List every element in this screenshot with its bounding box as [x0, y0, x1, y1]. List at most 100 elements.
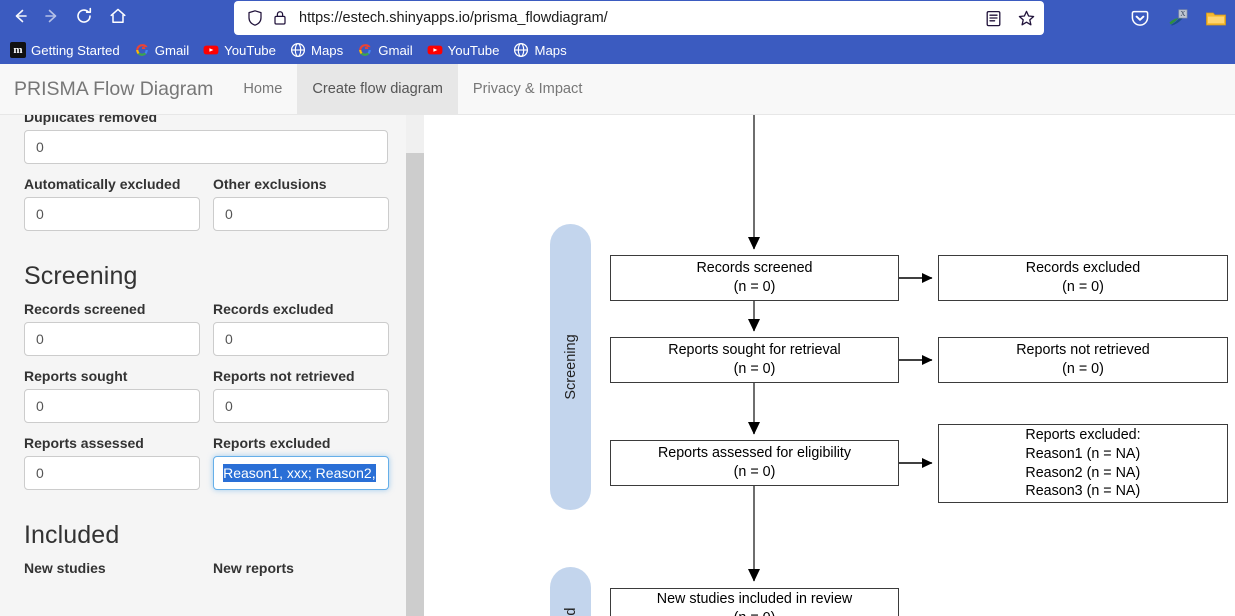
bookmark-label: YouTube: [447, 42, 500, 58]
bookmark-label: YouTube: [224, 42, 276, 58]
bookmark-youtube-1[interactable]: YouTube: [197, 40, 282, 60]
input-reports-excluded[interactable]: Reason1, xxx; Reason2,: [213, 456, 389, 490]
input-reports-not-retrieved[interactable]: 0: [213, 389, 389, 423]
page-viewport: PRISMA Flow Diagram Home Create flow dia…: [0, 64, 1235, 616]
phase-band-included: [550, 567, 591, 616]
input-reports-sought[interactable]: 0: [24, 389, 200, 423]
nav-tab-home[interactable]: Home: [243, 81, 283, 97]
bookmark-youtube-2[interactable]: YouTube: [421, 40, 506, 60]
input-automatically-excluded[interactable]: 0: [24, 197, 200, 231]
reader-view-icon[interactable]: [984, 9, 1003, 28]
forward-button[interactable]: [40, 6, 64, 30]
heading-included: Included: [24, 521, 120, 549]
shield-icon[interactable]: [246, 9, 264, 27]
box-line: (n = 0): [734, 609, 776, 616]
row-records-inputs: 0 0: [24, 322, 389, 356]
bookmark-maps-2[interactable]: Maps: [507, 40, 572, 60]
label-records-screened: Records screened: [24, 301, 146, 317]
box-line: Reports sought for retrieval: [668, 342, 841, 359]
box-line: Reason3 (n = NA): [1025, 483, 1141, 500]
box-line: Reason2 (n = NA): [1025, 464, 1141, 481]
box-reports-not-retrieved: Reports not retrieved (n = 0): [938, 337, 1228, 383]
app-brand-title[interactable]: PRISMA Flow Diagram: [14, 77, 214, 100]
nav-tab-privacy-impact[interactable]: Privacy & Impact: [472, 81, 583, 97]
heading-screening: Screening: [24, 262, 138, 290]
label-reports-not-retrieved: Reports not retrieved: [213, 368, 355, 384]
m-favicon-icon: m: [10, 42, 26, 58]
input-reports-assessed[interactable]: 0: [24, 456, 201, 490]
lock-icon[interactable]: [272, 9, 288, 27]
label-duplicates-removed: Duplicates removed: [24, 115, 158, 125]
bookmark-label: Maps: [310, 42, 344, 58]
box-line: Reason1 (n = NA): [1025, 445, 1141, 462]
label-new-reports: New reports: [213, 560, 294, 576]
url-text[interactable]: https://estech.shinyapps.io/prisma_flowd…: [299, 10, 608, 26]
back-button[interactable]: [8, 6, 32, 30]
reload-button[interactable]: [72, 6, 96, 30]
phase-label-screening: Screening: [563, 334, 579, 400]
bookmark-maps-1[interactable]: Maps: [284, 40, 349, 60]
label-other-exclusions: Other exclusions: [213, 176, 327, 192]
box-line: Records excluded: [1025, 260, 1141, 277]
label-reports-sought: Reports sought: [24, 368, 128, 384]
nav-tab-create-flow-diagram[interactable]: Create flow diagram: [297, 64, 458, 114]
bookmark-label: Gmail: [378, 42, 413, 58]
bookmark-star-icon[interactable]: [1017, 9, 1036, 28]
maps-globe-icon: [513, 42, 529, 58]
sidebar-scrollbar[interactable]: [406, 115, 424, 616]
bookmark-getting-started[interactable]: m Getting Started: [4, 40, 126, 60]
app-navbar: PRISMA Flow Diagram Home Create flow dia…: [0, 64, 1235, 115]
youtube-icon: [427, 42, 443, 58]
urlbar-actions: [984, 1, 1036, 35]
phase-band-screening: [550, 224, 591, 510]
row-reports-sought-inputs: 0 0: [24, 389, 389, 423]
phase-label-included: Included: [563, 601, 579, 616]
home-button[interactable]: [106, 6, 130, 30]
row-reports-sought-labels: Reports sought Reports not retrieved: [24, 356, 389, 389]
extension-icon[interactable]: X: [1167, 8, 1189, 30]
sidebar-scrollbar-thumb[interactable]: [406, 153, 424, 616]
row-reports-assessed-labels: Reports assessed Reports excluded: [24, 423, 389, 456]
box-line: Reports excluded:: [1025, 426, 1141, 443]
box-reasons-block: Reports excluded: Reason1 (n = NA) Reaso…: [1025, 426, 1140, 501]
box-records-screened: Records screened (n = 0): [610, 255, 899, 301]
bookmark-gmail-2[interactable]: Gmail: [351, 40, 418, 60]
pocket-icon[interactable]: [1129, 8, 1151, 30]
bookmark-label: Maps: [534, 42, 567, 58]
box-line: (n = 0): [733, 464, 776, 480]
maps-globe-icon: [290, 42, 306, 58]
box-line: Reports assessed for eligibility: [657, 445, 852, 462]
label-automatically-excluded: Automatically excluded: [24, 176, 181, 192]
box-reports-sought-for-retrieval: Reports sought for retrieval (n = 0): [610, 337, 899, 383]
label-reports-assessed: Reports assessed: [24, 435, 144, 451]
label-reports-excluded: Reports excluded: [213, 435, 331, 451]
box-reports-excluded-reasons: Reports excluded: Reason1 (n = NA) Reaso…: [938, 424, 1228, 503]
browser-extensions-area: X: [1129, 5, 1227, 33]
box-line: (n = 0): [733, 279, 776, 295]
label-new-studies: New studies: [24, 560, 106, 576]
flow-diagram: Screening Included Records screened (n =…: [425, 115, 1235, 616]
gmail-icon: [134, 42, 150, 58]
bookmark-gmail-1[interactable]: Gmail: [128, 40, 195, 60]
row-exclusions-inputs: 0 0: [24, 197, 389, 231]
browser-toolbar: https://estech.shinyapps.io/prisma_flowd…: [0, 0, 1235, 36]
bookmark-label: Getting Started: [31, 42, 120, 58]
input-records-screened[interactable]: 0: [24, 322, 200, 356]
svg-text:X: X: [1180, 10, 1185, 18]
bookmark-label: Gmail: [154, 42, 190, 58]
box-records-excluded: Records excluded (n = 0): [938, 255, 1228, 301]
row-reports-assessed-inputs: 0 Reason1, xxx; Reason2,: [24, 456, 389, 490]
youtube-icon: [203, 42, 219, 58]
input-duplicates-removed[interactable]: 0: [24, 130, 388, 164]
bookmarks-bar: m Getting Started Gmail YouTube Maps G: [0, 36, 1235, 64]
row-exclusions-labels: Automatically excluded Other exclusions: [24, 164, 389, 197]
gmail-icon: [357, 42, 373, 58]
sidebar-form: Duplicates removed 0 Automatically exclu…: [0, 115, 407, 581]
input-other-exclusions[interactable]: 0: [213, 197, 389, 231]
folder-icon[interactable]: [1205, 8, 1227, 30]
input-records-excluded[interactable]: 0: [213, 322, 389, 356]
box-line: (n = 0): [1062, 361, 1104, 377]
url-bar[interactable]: https://estech.shinyapps.io/prisma_flowd…: [234, 1, 1044, 35]
box-line: (n = 0): [733, 361, 776, 377]
row-records-labels: Records screened Records excluded: [24, 301, 389, 322]
